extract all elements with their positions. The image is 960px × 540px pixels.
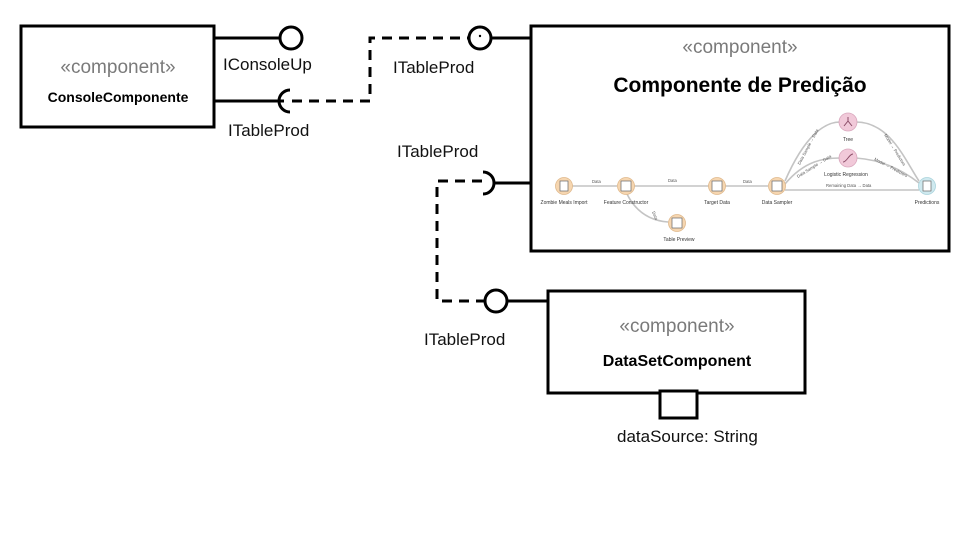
dataset-ball-icon — [483, 288, 509, 314]
workflow-node: Tree — [838, 112, 858, 143]
workflow-node-label: Data Sampler — [762, 200, 793, 206]
console-itableprod-label: ITableProd — [228, 121, 309, 140]
console-required-interface: ITableProd — [214, 88, 309, 140]
workflow-edge-label: Data — [743, 179, 753, 184]
workflow-node-label: Feature Constructor — [604, 200, 649, 206]
console-name: ConsoleComponente — [48, 89, 189, 105]
workflow-node-label: Target Data — [704, 200, 730, 206]
console-component[interactable]: «component» ConsoleComponente — [19, 24, 216, 129]
console-socket-icon — [277, 88, 291, 114]
workflow-node-label: Zombie Meals Import — [541, 200, 589, 206]
workflow-node-label: Predictions — [915, 200, 940, 206]
workflow-node-label: Logistic Regression — [824, 172, 868, 178]
workflow-node-label: Table Preview — [663, 237, 695, 243]
dataset-provided-label: ITableProd — [424, 330, 505, 349]
console-stereotype: «component» — [60, 57, 175, 78]
iconsoleup-ball-icon — [278, 25, 304, 51]
workflow-node: Zombie Meals Import — [541, 177, 589, 206]
workflow-edge-label: Data — [651, 211, 659, 222]
prediction-socket-icon — [482, 170, 496, 196]
dataset-stereotype: «component» — [619, 316, 734, 337]
prediction-to-dataset-connector — [435, 179, 485, 303]
workflow-edge-label: Data — [592, 179, 602, 184]
workflow-edges — [572, 121, 920, 223]
workflow-node-label: Tree — [843, 137, 853, 143]
dataset-provided-interface: ITableProd — [424, 288, 548, 349]
dataset-component[interactable]: «component» DataSetComponent — [546, 289, 807, 395]
workflow-node: Predictions — [915, 177, 940, 206]
prediction-stereotype: «component» — [682, 37, 797, 58]
prediction-ball-icon — [467, 25, 493, 51]
workflow-node: Logistic Regression — [824, 148, 868, 178]
datasource-port-label: dataSource: String — [617, 427, 758, 446]
workflow-edge-label: Remaining Data → Data — [826, 183, 872, 188]
console-provided-interface: IConsoleUp — [214, 25, 312, 74]
workflow-node: Feature Constructor — [604, 177, 649, 206]
iconsoleup-label: IConsoleUp — [223, 55, 312, 74]
datasource-port[interactable] — [658, 389, 699, 420]
workflow-node: Target Data — [704, 177, 730, 206]
prediction-required-interface: ITableProd — [397, 142, 531, 196]
workflow-node: Table Preview — [663, 214, 695, 243]
dataset-name: DataSetComponent — [603, 353, 752, 370]
prediction-name: Componente de Predição — [613, 74, 866, 97]
prediction-component[interactable]: «component» Componente de Predição — [529, 24, 951, 253]
workflow-node: Data Sampler — [762, 177, 793, 206]
prediction-provided-interface: ITableProd — [393, 25, 531, 77]
workflow-edge-label: Data — [668, 178, 678, 183]
prediction-required-label: ITableProd — [397, 142, 478, 161]
console-to-prediction-connector — [292, 36, 470, 103]
prediction-provided-label: ITableProd — [393, 58, 474, 77]
